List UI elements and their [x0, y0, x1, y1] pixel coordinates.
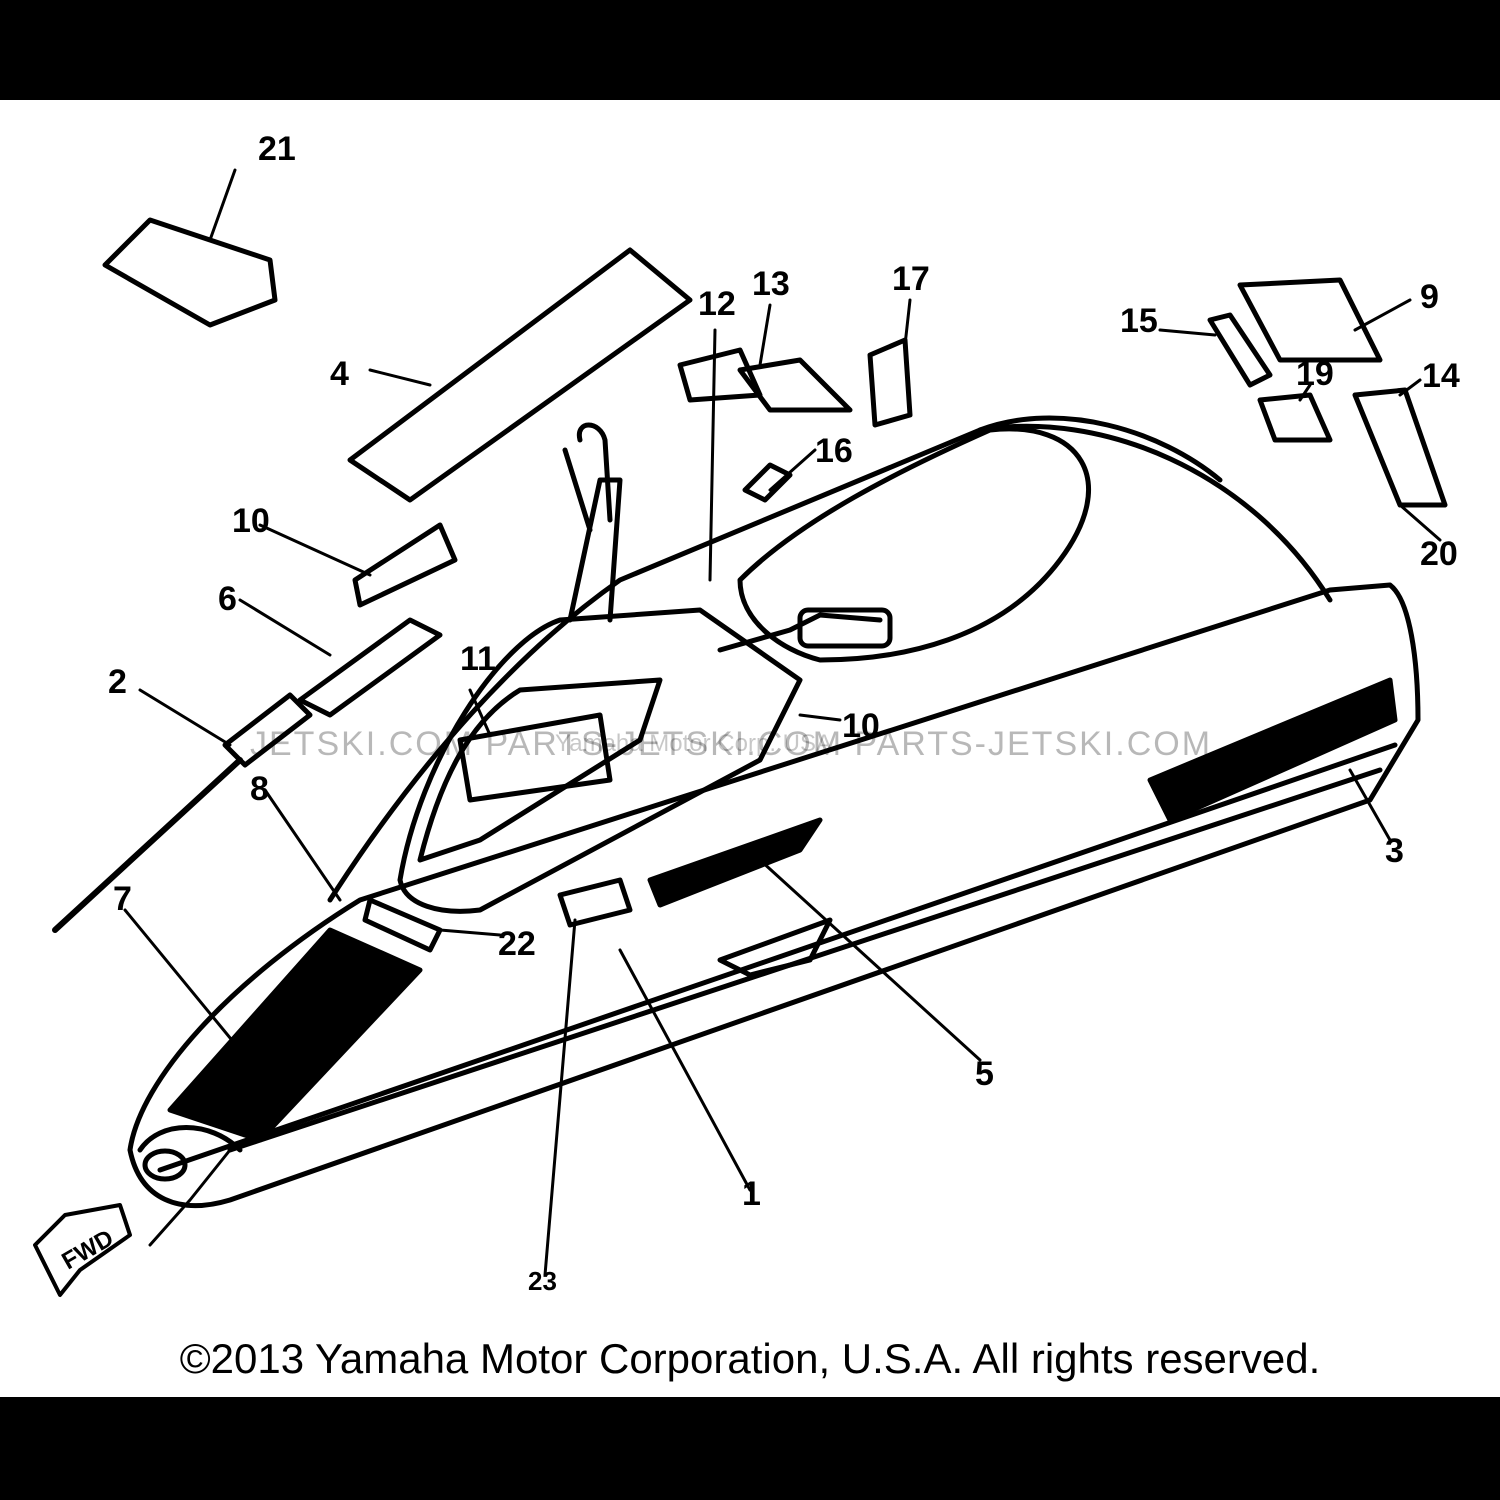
callout-10-upper: 10	[232, 502, 270, 540]
decal-7	[52, 757, 243, 933]
callout-23: 23	[528, 1266, 557, 1296]
callout-2: 2	[108, 663, 127, 701]
callout-15: 15	[1120, 302, 1158, 340]
callout-1: 1	[742, 1175, 761, 1213]
copyright-notice: ©2013 Yamaha Motor Corporation, U.S.A. A…	[179, 1335, 1321, 1382]
fwd-arrow-icon	[33, 1203, 132, 1297]
callout-22: 21	[258, 130, 296, 168]
handlebar-grip-right	[797, 607, 893, 649]
decal-23	[557, 877, 633, 928]
decal-19	[1257, 392, 1333, 443]
decal-6	[297, 617, 443, 718]
callout-9: 9	[1420, 278, 1439, 316]
callout-13: 13	[752, 265, 790, 303]
hull-vent-shading	[167, 927, 423, 1143]
callout-7: 7	[113, 880, 132, 918]
decal-11	[457, 712, 613, 803]
callout-20: 20	[1420, 535, 1458, 573]
decal-12	[677, 347, 763, 403]
callout-16: 16	[815, 432, 853, 470]
seat	[737, 426, 1091, 663]
handlebar-grip-left	[562, 422, 613, 533]
decal-4	[347, 247, 693, 503]
callout-21: 22	[498, 925, 536, 963]
rear-deck-line	[977, 415, 1223, 483]
decal-15	[1207, 312, 1273, 388]
decal-9	[1237, 277, 1383, 363]
decal-14	[1352, 387, 1448, 508]
callout-12: 12	[698, 285, 736, 323]
deck-top	[327, 423, 1333, 903]
leader-lines	[123, 168, 1442, 1277]
decal-side-stripe	[717, 917, 833, 978]
decal-13	[737, 357, 853, 413]
callout-10-lower: 10	[842, 707, 880, 745]
callout-3: 3	[1385, 832, 1404, 870]
fwd-label: FWD	[57, 1225, 118, 1276]
callout-8: 8	[250, 770, 269, 808]
handlebar-right	[717, 612, 883, 653]
side-decal-stripe-2	[647, 817, 823, 908]
decal-21	[362, 897, 443, 953]
hull-outline	[127, 582, 1421, 1209]
watermark-notice: Yamaha Motor Corp. USA	[555, 730, 832, 757]
callout-14: 14	[1422, 357, 1460, 395]
watermark-site: JETSKI.COM PARTS-JETSKI.COM PARTS-JETSKI…	[250, 725, 1213, 763]
hull-rub-rail	[157, 742, 1398, 1173]
decal-17	[867, 337, 913, 428]
decal-22	[102, 217, 278, 328]
callout-11: 11	[460, 640, 496, 678]
hull-nose	[137, 1125, 243, 1153]
callout-5: 5	[975, 1055, 994, 1093]
decal-16	[742, 462, 793, 503]
tow-eye	[142, 1148, 188, 1182]
callout-4: 4	[330, 355, 349, 393]
side-decal-stripe	[1147, 677, 1398, 823]
callout-6: 6	[218, 580, 237, 618]
hood	[397, 607, 803, 914]
callout-19: 19	[1296, 355, 1334, 393]
decal-10a	[352, 522, 458, 608]
callout-17: 17	[892, 260, 930, 298]
hood-panel	[417, 677, 663, 863]
